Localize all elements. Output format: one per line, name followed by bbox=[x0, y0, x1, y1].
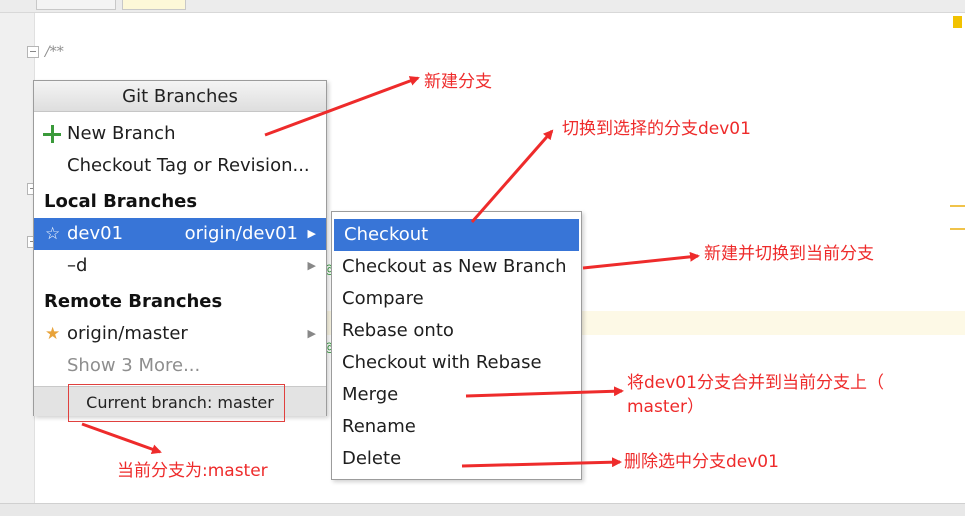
branch-name: –d bbox=[67, 255, 88, 276]
popup-footer: Current branch: master bbox=[34, 386, 326, 416]
code-comment: /** bbox=[45, 44, 64, 60]
menu-item-label: Merge bbox=[342, 384, 399, 405]
status-bar bbox=[0, 503, 965, 516]
submenu-arrow-icon: ▶ bbox=[307, 259, 316, 272]
menu-item-rebase-onto[interactable]: Rebase onto bbox=[332, 315, 581, 347]
menu-item-checkout-with-rebase[interactable]: Checkout with Rebase bbox=[332, 347, 581, 379]
menu-item-delete[interactable]: Delete bbox=[332, 443, 581, 475]
branch-actions-submenu: Checkout Checkout as New Branch Compare … bbox=[331, 211, 582, 480]
menu-item-checkout-as-new-branch[interactable]: Checkout as New Branch bbox=[332, 251, 581, 283]
annotation-merge-line1: 将dev01分支合并到当前分支上（ bbox=[627, 373, 884, 393]
tracking-branch: origin/dev01 bbox=[184, 223, 298, 244]
branch-name: origin/master bbox=[67, 323, 188, 344]
plus-icon bbox=[42, 124, 62, 144]
new-branch-label: New Branch bbox=[67, 123, 176, 144]
editor-tab-bar bbox=[0, 0, 965, 13]
menu-item-compare[interactable]: Compare bbox=[332, 283, 581, 315]
submenu-arrow-icon: ▶ bbox=[307, 227, 316, 240]
checkout-tag-item[interactable]: Checkout Tag or Revision... bbox=[34, 150, 326, 182]
new-branch-item[interactable]: New Branch bbox=[34, 118, 326, 150]
annotation-checkout-new: 新建并切换到当前分支 bbox=[704, 244, 874, 264]
code-fragment: @ bbox=[325, 262, 333, 276]
code-fragment: @ bbox=[325, 340, 333, 354]
star-filled-icon: ★ bbox=[45, 324, 61, 344]
annotation-arrow bbox=[582, 251, 700, 270]
inspection-marker[interactable] bbox=[953, 16, 962, 28]
checkout-tag-label: Checkout Tag or Revision... bbox=[67, 155, 310, 176]
remote-branches-header: Remote Branches bbox=[44, 291, 223, 312]
popup-title: Git Branches bbox=[34, 81, 326, 112]
menu-item-label: Delete bbox=[342, 448, 402, 469]
annotation-highlight-box bbox=[68, 384, 285, 422]
annotation-current: 当前分支为:master bbox=[117, 461, 268, 481]
show-more-item[interactable]: Show 3 More... bbox=[34, 350, 326, 382]
editor-gutter bbox=[0, 13, 35, 503]
annotation-merge-line2: master） bbox=[627, 397, 704, 417]
editor-tab[interactable] bbox=[36, 0, 116, 10]
menu-item-merge[interactable]: Merge bbox=[332, 379, 581, 411]
star-outline-icon: ☆ bbox=[45, 224, 61, 244]
current-branch-label: Current branch: master bbox=[86, 393, 274, 412]
annotation-delete: 删除选中分支dev01 bbox=[624, 452, 779, 472]
annotation-arrow bbox=[81, 422, 162, 455]
scroll-marker[interactable] bbox=[950, 228, 965, 230]
branch-item-origin-master[interactable]: ★ origin/master ▶ bbox=[34, 318, 326, 350]
menu-item-label: Checkout bbox=[344, 224, 429, 245]
fold-toggle-icon[interactable] bbox=[27, 46, 39, 58]
branch-item-dev01[interactable]: ☆ dev01 origin/dev01 ▶ bbox=[34, 218, 326, 250]
menu-item-label: Checkout as New Branch bbox=[342, 256, 567, 277]
menu-item-label: Checkout with Rebase bbox=[342, 352, 542, 373]
editor-tab[interactable] bbox=[122, 0, 186, 10]
branch-item-d[interactable]: –d ▶ bbox=[34, 250, 326, 282]
scroll-marker[interactable] bbox=[950, 205, 965, 207]
menu-item-label: Compare bbox=[342, 288, 424, 309]
annotation-checkout: 切换到选择的分支dev01 bbox=[562, 119, 751, 139]
submenu-arrow-icon: ▶ bbox=[307, 327, 316, 340]
annotation-arrow bbox=[470, 129, 554, 223]
local-branches-header: Local Branches bbox=[44, 191, 198, 212]
menu-item-checkout[interactable]: Checkout bbox=[334, 219, 579, 251]
menu-item-label: Rebase onto bbox=[342, 320, 454, 341]
menu-item-rename[interactable]: Rename bbox=[332, 411, 581, 443]
show-more-label: Show 3 More... bbox=[67, 355, 201, 376]
branch-name: dev01 bbox=[67, 223, 124, 244]
menu-item-label: Rename bbox=[342, 416, 416, 437]
annotation-new-branch: 新建分支 bbox=[424, 72, 492, 92]
git-branches-popup: Git Branches New Branch Checkout Tag or … bbox=[33, 80, 327, 416]
